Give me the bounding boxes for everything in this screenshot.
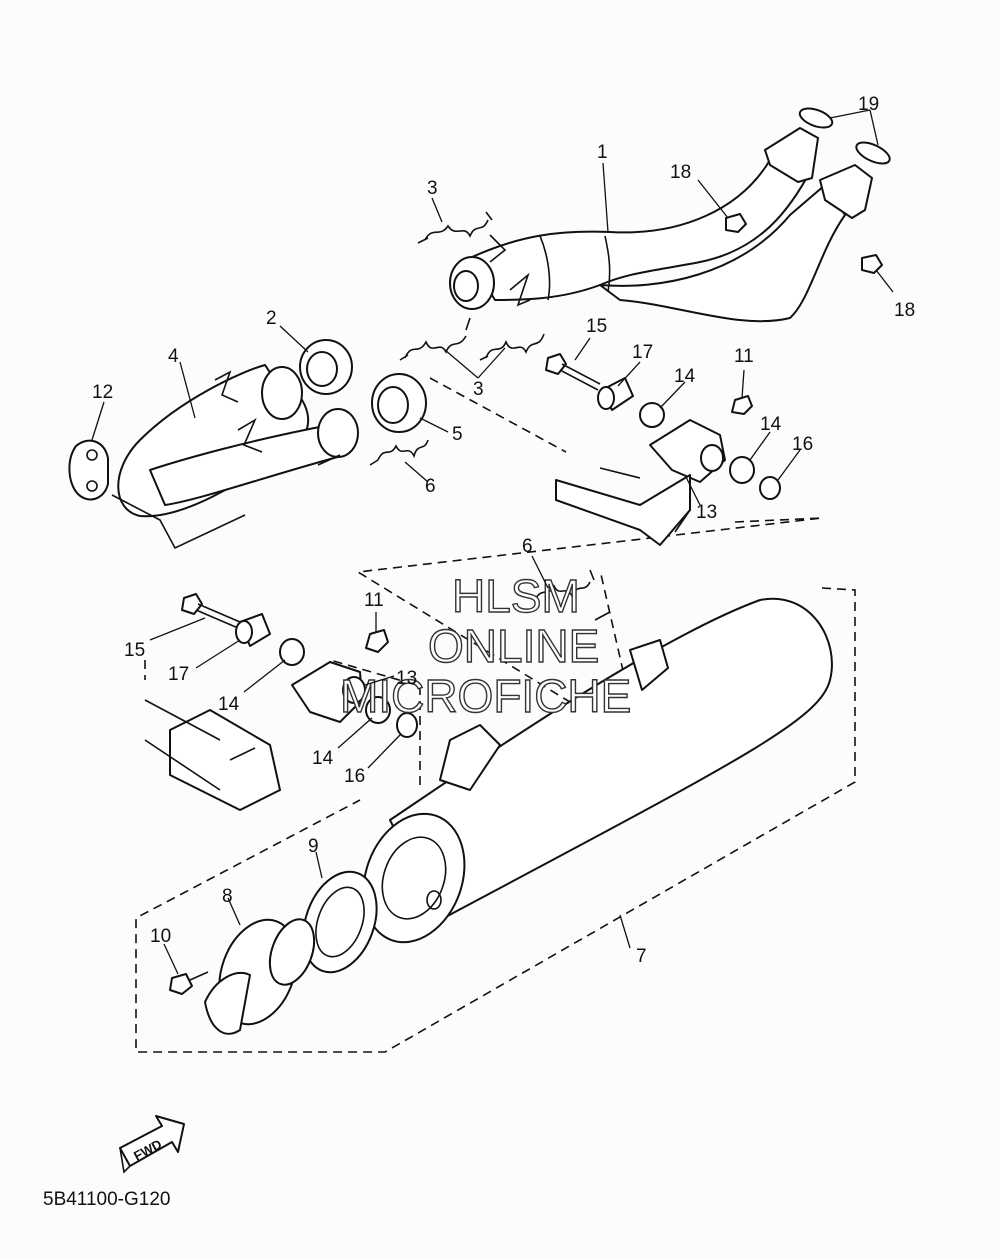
callout-8: 8 — [222, 886, 233, 907]
callout-6-mid: 6 — [522, 536, 533, 557]
collar-17-front — [597, 377, 634, 411]
callout-14-rear-b: 14 — [312, 748, 334, 769]
callout-3-bottom: 3 — [473, 379, 484, 400]
nut-18b — [861, 254, 883, 274]
grommet-14-rear-b — [365, 696, 391, 724]
exhaust-pipe-1 — [449, 127, 873, 323]
callout-17-front: 17 — [632, 342, 653, 363]
muffler-7 — [362, 597, 833, 944]
callout-3-top: 3 — [427, 178, 438, 199]
muffler-group-outline — [135, 587, 856, 1053]
gasket-19a — [798, 107, 834, 129]
spring-3-right — [479, 333, 545, 361]
callout-11-rear: 11 — [364, 590, 384, 611]
bolt-11-rear — [365, 629, 389, 653]
gasket-5 — [371, 373, 427, 433]
bracket-13-rear — [291, 661, 366, 723]
frame-bracket-front — [555, 467, 691, 546]
callout-1: 1 — [597, 142, 608, 163]
grommet-14-front-a — [639, 402, 665, 428]
collar-17-rear — [235, 613, 271, 647]
watermark-line-3: MICROFICHE — [340, 670, 631, 722]
bolt-10 — [169, 973, 193, 995]
grommet-14-front-b — [729, 456, 755, 484]
callout-16-front: 16 — [792, 434, 813, 455]
washer-16-front — [759, 476, 781, 500]
callout-13-front: 13 — [696, 502, 717, 523]
callout-16-rear: 16 — [344, 766, 365, 787]
callout-5: 5 — [452, 424, 463, 445]
fwd-arrow-icon: FWD — [119, 1115, 185, 1174]
callout-12: 12 — [92, 382, 113, 403]
callout-18-top: 18 — [670, 162, 691, 183]
callout-14-rear-a: 14 — [218, 694, 240, 715]
gasket-9 — [302, 870, 378, 974]
callout-15-front: 15 — [586, 316, 607, 337]
callout-9: 9 — [308, 836, 319, 857]
washer-16-rear — [396, 712, 418, 738]
gasket-19b — [855, 141, 891, 165]
callout-2: 2 — [266, 308, 277, 329]
callout-19: 19 — [858, 94, 879, 115]
spring-6-top — [369, 439, 429, 466]
callout-14-front-b: 14 — [760, 414, 782, 435]
leader-lines — [91, 109, 894, 975]
callout-14-front-a: 14 — [674, 366, 696, 387]
watermark-line-2: ONLINE — [428, 620, 599, 672]
damper-12 — [68, 439, 109, 501]
bolt-15-front — [545, 353, 601, 391]
callout-6-top: 6 — [425, 476, 436, 497]
nut-18a — [725, 213, 747, 233]
spring-3-top — [417, 211, 493, 244]
drawing-code: 5B41100-G120 — [43, 1189, 170, 1210]
front-bracket-group-outline — [355, 377, 823, 747]
bolt-15-rear — [181, 593, 241, 629]
callout-4: 4 — [168, 346, 179, 367]
callout-17-rear: 17 — [168, 664, 189, 685]
rear-bracket-group-outline — [144, 659, 421, 785]
watermark-line-1: HLSM — [452, 570, 580, 622]
callout-18-bottom: 18 — [894, 300, 915, 321]
gasket-2 — [299, 339, 353, 395]
callout-11-front: 11 — [734, 346, 754, 367]
callout-7: 7 — [636, 946, 647, 967]
bolt-10-shank — [189, 971, 209, 981]
exhaust-pipe-4 — [111, 364, 359, 550]
grommet-14-rear-a — [279, 638, 305, 666]
end-cap-8 — [204, 918, 316, 1035]
bolt-11-front — [731, 395, 753, 415]
callout-13-rear: 13 — [396, 668, 417, 689]
callout-10: 10 — [150, 926, 171, 947]
spring-6-mid — [534, 569, 611, 621]
spring-3-left — [399, 317, 471, 361]
callout-15-rear: 15 — [124, 640, 145, 661]
bracket-13-front — [649, 419, 726, 483]
frame-bracket-rear — [144, 699, 281, 811]
